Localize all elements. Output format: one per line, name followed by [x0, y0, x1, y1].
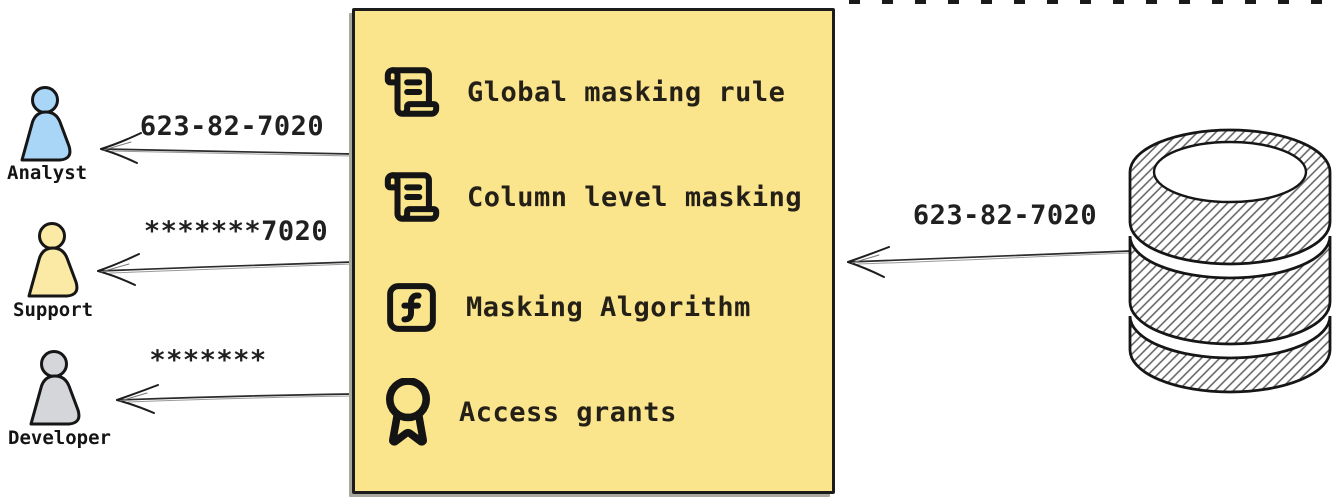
analyst-value-label: 623-82-7020: [139, 111, 325, 142]
function-square-icon: [387, 282, 436, 332]
developer-label: Developer: [8, 427, 111, 449]
support-label: Support: [13, 299, 94, 321]
column-level-masking-label: Column level masking: [467, 181, 803, 213]
developer-user: Developer: [8, 350, 111, 449]
masking-box-row-global-rule: Global masking rule: [383, 57, 785, 127]
masking-box-row-algorithm: Masking Algorithm: [383, 272, 751, 342]
masking-box: Global masking rule Column level masking…: [352, 8, 835, 494]
analyst-person-icon: [20, 86, 72, 162]
support-person-icon: [27, 222, 79, 298]
analyst-user: Analyst: [7, 86, 87, 184]
developer-person-icon: [29, 350, 81, 426]
masking-box-row-column-masking: Column level masking: [383, 162, 802, 232]
database-bottom-band: [1128, 315, 1332, 394]
database-middle-band: [1128, 235, 1332, 346]
support-user: Support: [13, 222, 93, 321]
award-icon: [385, 378, 431, 446]
arrow-to-analyst: [100, 132, 353, 164]
database-top-opening: [1152, 140, 1308, 204]
masking-algorithm-label: Masking Algorithm: [466, 291, 751, 323]
developer-value-label: *******: [149, 345, 267, 376]
scroll-text-icon: [384, 172, 440, 222]
arrow-to-support: [97, 253, 353, 286]
access-grants-label: Access grants: [459, 396, 677, 428]
scroll-text-icon: [384, 67, 440, 117]
masking-box-row-access-grants: Access grants: [383, 377, 677, 447]
analyst-label: Analyst: [7, 162, 88, 184]
database-value-label: 623-82-7020: [912, 200, 1098, 231]
global-masking-rule-label: Global masking rule: [467, 76, 786, 108]
arrow-db-to-box: [847, 246, 1131, 278]
arrow-to-developer: [116, 384, 353, 414]
support-value-label: *******7020: [143, 216, 329, 247]
database-icon: [1128, 128, 1332, 394]
